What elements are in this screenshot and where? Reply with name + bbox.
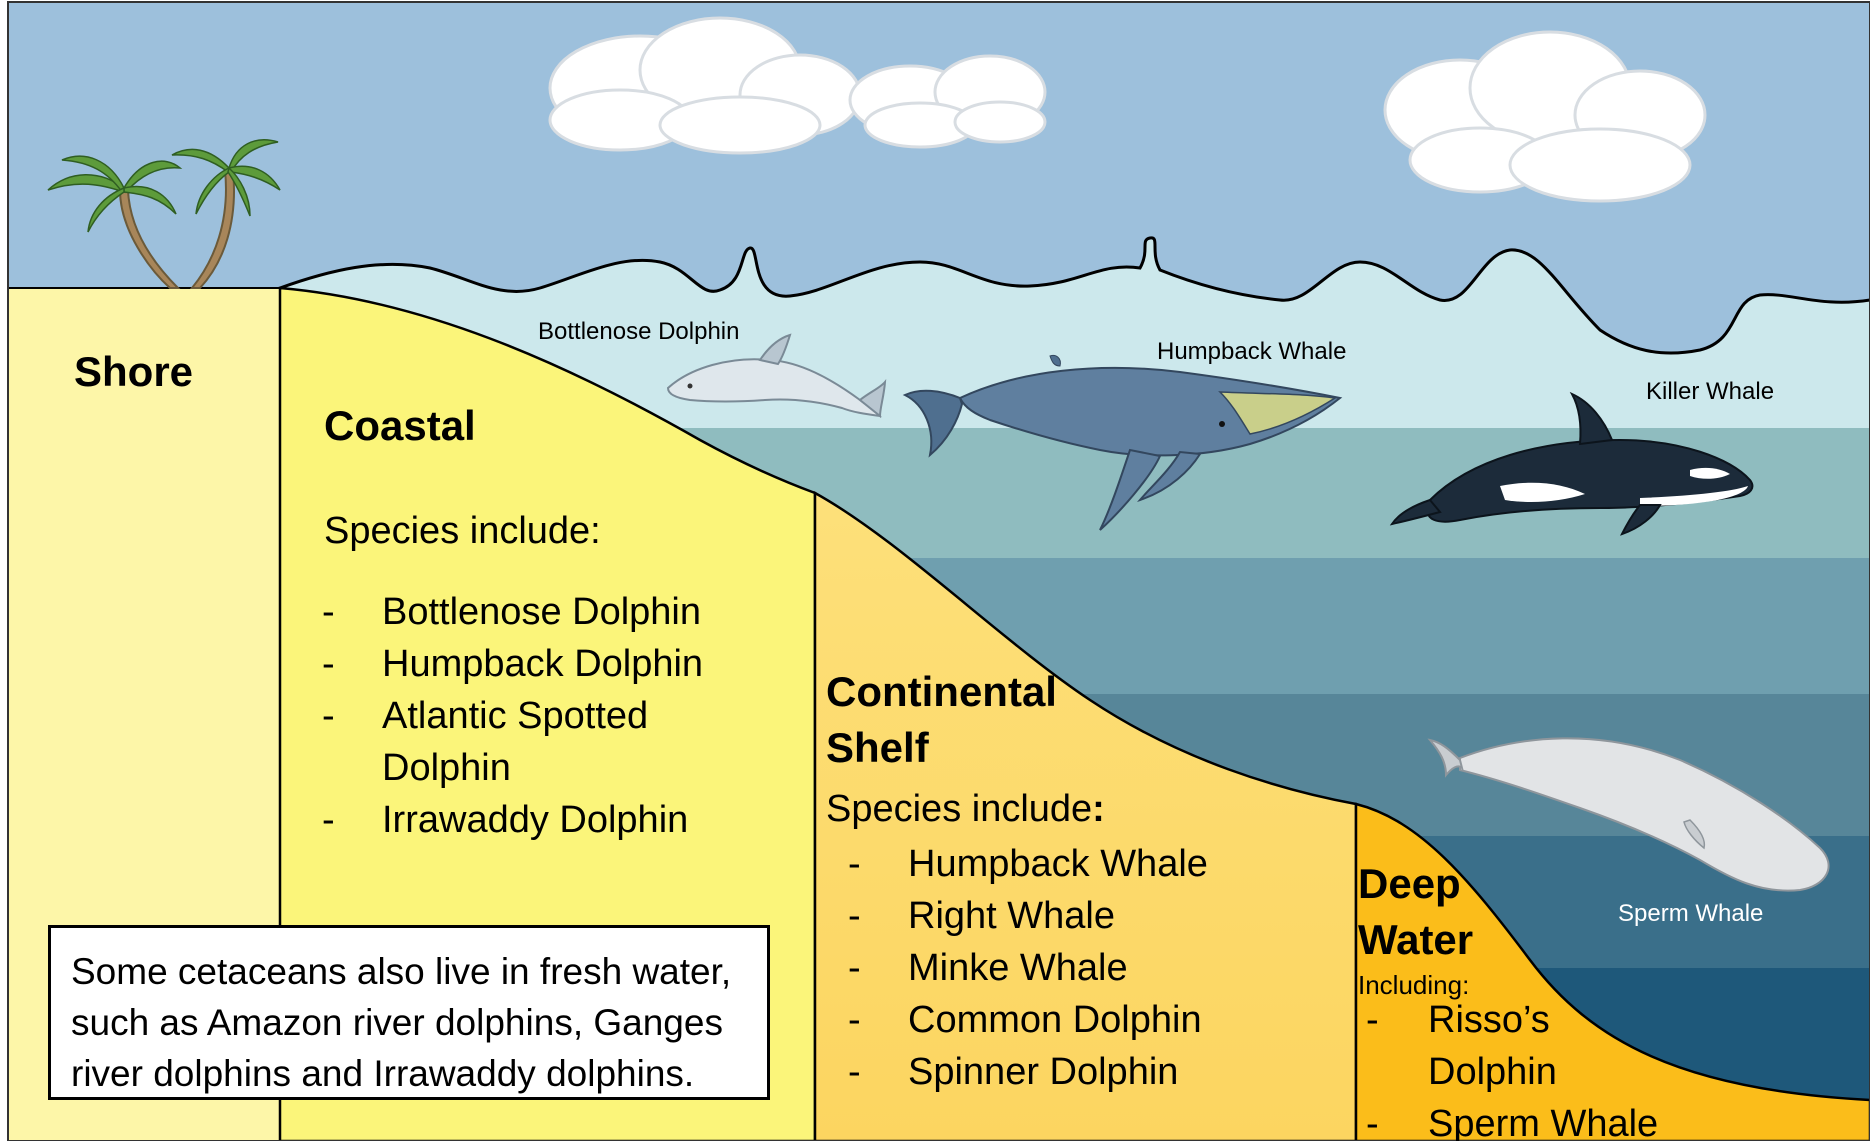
list-item: -Humpback Dolphin	[322, 638, 703, 690]
humpback-whale-label: Humpback Whale	[1157, 338, 1346, 366]
list-item: -Spinner Dolphin	[848, 1046, 1208, 1098]
list-item: -Common Dolphin	[848, 994, 1208, 1046]
deep-water-title: Deep Water	[1358, 856, 1508, 968]
list-item: -Sperm Whale	[1366, 1098, 1658, 1141]
coastal-subtitle: Species include:	[324, 508, 601, 554]
shore-title: Shore	[74, 344, 193, 400]
list-item: -Atlantic Spotted Dolphin	[322, 690, 703, 794]
bottlenose-dolphin-label: Bottlenose Dolphin	[538, 318, 739, 346]
sperm-whale-label: Sperm Whale	[1618, 900, 1763, 928]
continental-shelf-title: Continental Shelf	[826, 664, 1086, 776]
fresh-water-note: Some cetaceans also live in fresh water,…	[48, 925, 770, 1100]
list-item: -Bottlenose Dolphin	[322, 586, 703, 638]
list-item: -Right Whale	[848, 890, 1208, 942]
continental-shelf-species-list: -Humpback Whale -Right Whale -Minke Whal…	[848, 838, 1208, 1098]
list-item: -Minke Whale	[848, 942, 1208, 994]
coastal-title: Coastal	[324, 398, 476, 454]
cloud-icon	[850, 56, 1045, 147]
list-item: -Irrawaddy Dolphin	[322, 794, 703, 846]
continental-shelf-subtitle: Species include:	[826, 786, 1105, 832]
list-item: -Humpback Whale	[848, 838, 1208, 890]
deep-water-species-list: -Risso’s Dolphin -Sperm Whale	[1366, 994, 1658, 1141]
killer-whale-label: Killer Whale	[1646, 378, 1774, 406]
list-item: -Risso’s Dolphin	[1366, 994, 1658, 1098]
coastal-species-list: -Bottlenose Dolphin -Humpback Dolphin -A…	[322, 586, 703, 846]
